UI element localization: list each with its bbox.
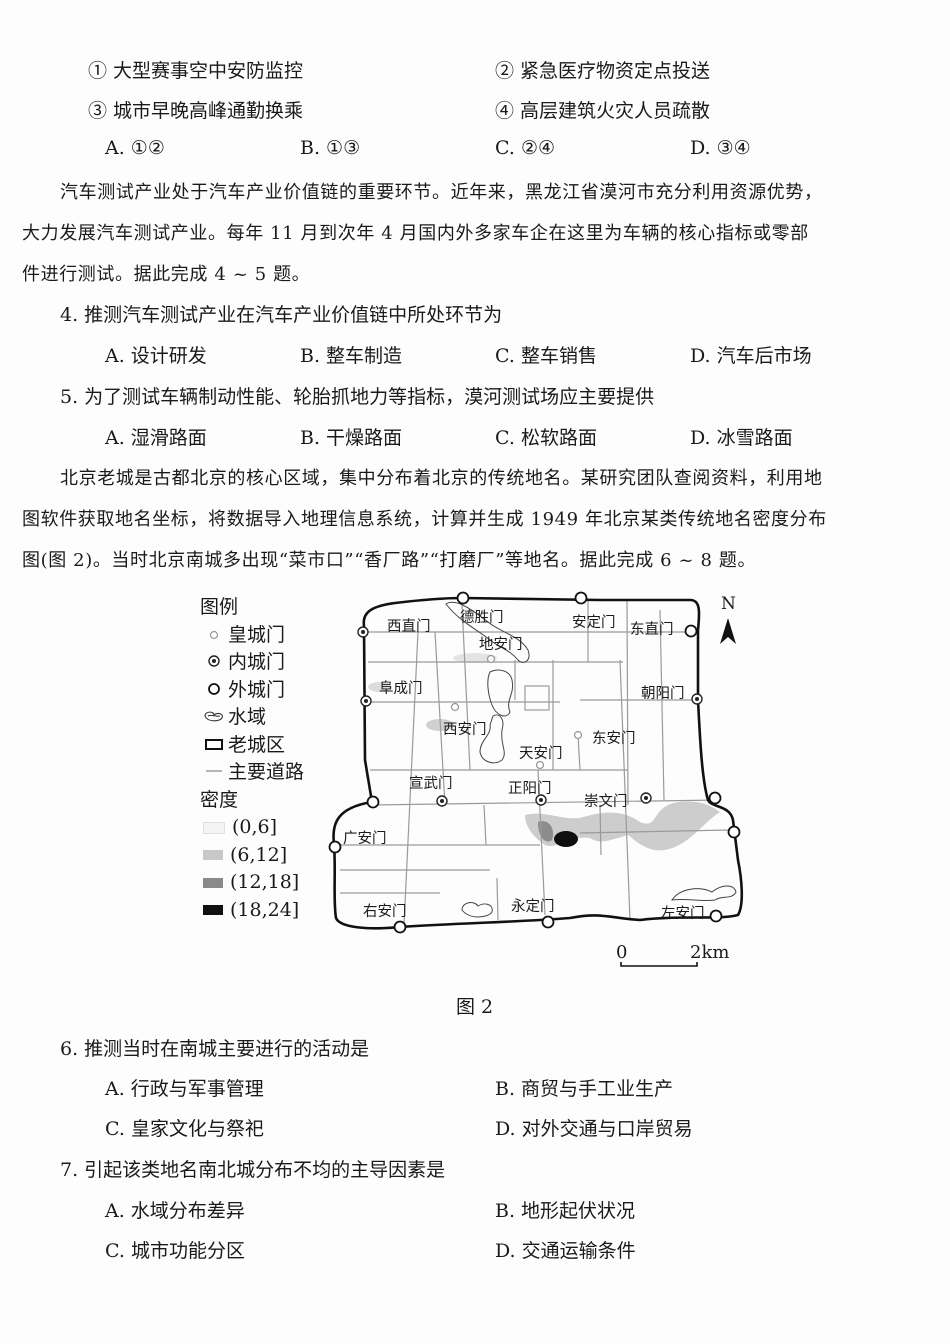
q7-choice-d: D. 交通运输条件: [495, 1240, 636, 1262]
legend-item-inner-gate: 内城门: [200, 649, 304, 677]
water-bodies: [445, 601, 737, 918]
old-city-boundary: [332, 596, 744, 930]
legend-item-road: 主要道路: [200, 759, 304, 787]
q4-choice-c: C. 整车销售: [495, 345, 597, 367]
label-youanmen: 右安门: [363, 904, 407, 920]
label-xianmen: 西安门: [443, 722, 487, 738]
legend-label: 内城门: [228, 651, 286, 673]
scale-bar: [620, 962, 698, 967]
label-xuanwumen: 宣武门: [409, 776, 453, 792]
label-chongwenmen: 崇文门: [584, 794, 628, 810]
q5-choice-c: C. 松软路面: [495, 427, 597, 449]
density-swatch: [203, 821, 225, 834]
label-dianmen: 地安门: [479, 637, 523, 653]
q3-item-4: ④ 高层建筑火灾人员疏散: [495, 100, 711, 122]
label-andingmen: 安定门: [572, 615, 616, 631]
label-zhengyangmen: 正阳门: [508, 781, 552, 797]
figure-caption: 图 2: [456, 996, 494, 1018]
north-label: N: [721, 594, 736, 614]
road-icon: [200, 759, 228, 787]
legend-density-title: 密度: [200, 788, 239, 811]
inner-gates: [357, 626, 703, 807]
q7-stem: 7. 引起该类地名南北城分布不均的主导因素是: [60, 1159, 446, 1181]
q6-choice-c: C. 皇家文化与祭祀: [105, 1118, 264, 1140]
q4-choice-b: B. 整车制造: [300, 345, 403, 367]
legend-title: 图例: [200, 596, 239, 618]
q6-stem: 6. 推测当时在南城主要进行的活动是: [60, 1038, 370, 1060]
legend-item-water: 水域: [200, 704, 304, 732]
outer-gate-icon: [200, 677, 228, 705]
imperial-gate-icon: [200, 622, 228, 650]
legend-density-4: (18,24]: [200, 897, 304, 925]
q3-item-3: ③ 城市早晚高峰通勤换乘: [88, 100, 304, 122]
q5-choice-b: B. 干燥路面: [300, 427, 403, 449]
q3-choice-b: B. ①③: [300, 137, 361, 159]
legend-label: (18,24]: [230, 898, 300, 921]
scale-end: 2km: [690, 942, 730, 963]
label-fuchengmen: 阜成门: [379, 681, 423, 697]
density-swatch: [203, 877, 223, 888]
passage2-line-1: 北京老城是古都北京的核心区域，集中分布着北京的传统地名。某研究团队查阅资料，利用…: [60, 468, 823, 489]
density-areas: [368, 653, 720, 851]
label-guanganmen: 广安门: [343, 831, 387, 847]
legend-label: (6,12]: [230, 843, 288, 866]
legend-item-imperial-gate: 皇城门: [200, 622, 304, 650]
legend-label: 老城区: [228, 733, 286, 756]
legend-item-outer-gate: 外城门: [200, 677, 304, 705]
q7-choice-a: A. 水域分布差异: [105, 1200, 245, 1222]
label-chaoyangmen: 朝阳门: [641, 686, 685, 702]
q6-choice-d: D. 对外交通与口岸贸易: [495, 1118, 693, 1140]
q3-item-1: ① 大型赛事空中安防监控: [88, 60, 304, 82]
passage2-line-2: 图软件获取地名坐标，将数据导入地理信息系统，计算并生成 1949 年北京某类传统…: [22, 509, 827, 530]
q4-choice-d: D. 汽车后市场: [690, 345, 812, 367]
passage1-line-1: 汽车测试产业处于汽车产业价值链的重要环节。近年来，黑龙江省漠河市充分利用资源优势…: [60, 182, 823, 203]
passage1-line-3: 件进行测试。据此完成 4 ~ 5 题。: [22, 264, 311, 285]
q5-choice-a: A. 湿滑路面: [105, 427, 207, 449]
label-zuoanmen: 左安门: [661, 906, 705, 922]
density-swatch: [203, 905, 223, 916]
label-xizhimen: 西直门: [387, 619, 431, 635]
inner-gate-icon: [200, 649, 228, 677]
q5-stem: 5. 为了测试车辆制动性能、轮胎抓地力等指标，漠河测试场应主要提供: [60, 386, 655, 408]
q3-choice-c: C. ②④: [495, 137, 556, 159]
map-legend: 图例 皇城门 内城门 外城门 水域 老城区 主要道路 密度 (0,6] (6,1…: [200, 594, 304, 924]
legend-label: (0,6]: [232, 816, 278, 838]
q3-choice-a: A. ①②: [105, 137, 165, 159]
q6-choice-a: A. 行政与军事管理: [105, 1078, 264, 1100]
outer-gates: [328, 591, 741, 934]
legend-density-1: (0,6]: [200, 814, 304, 842]
q4-stem: 4. 推测汽车测试产业在汽车产业价值链中所处环节为: [60, 304, 503, 326]
north-arrow-icon: [720, 618, 736, 644]
main-roads: [336, 599, 731, 926]
water-icon: [200, 704, 228, 732]
q7-choice-b: B. 地形起伏状况: [495, 1200, 636, 1222]
beijing-density-map: [328, 591, 744, 967]
label-dongzhimen: 东直门: [630, 622, 674, 638]
legend-label: 外城门: [228, 678, 286, 701]
legend-label: 水域: [228, 706, 267, 728]
label-yongdingmen: 永定门: [511, 899, 555, 915]
q6-choice-b: B. 商贸与手工业生产: [495, 1078, 674, 1100]
legend-density-2: (6,12]: [200, 842, 304, 870]
density-swatch: [203, 850, 223, 861]
q7-choice-c: C. 城市功能分区: [105, 1240, 245, 1262]
label-donganmen: 东安门: [592, 731, 636, 747]
old-city-icon: [200, 732, 228, 760]
legend-item-old-city: 老城区: [200, 732, 304, 760]
legend-label: 皇城门: [228, 623, 286, 646]
passage1-line-2: 大力发展汽车测试产业。每年 11 月到次年 4 月国内外多家车企在这里为车辆的核…: [22, 223, 809, 244]
q4-choice-a: A. 设计研发: [105, 345, 207, 367]
legend-label: (12,18]: [230, 871, 300, 893]
imperial-gates: [450, 654, 583, 770]
q3-item-2: ② 紧急医疗物资定点投送: [495, 60, 711, 82]
passage2-line-3: 图(图 2)。当时北京南城多出现“菜市口”“香厂路”“打磨厂”等地名。据此完成 …: [22, 550, 757, 571]
legend-density-3: (12,18]: [200, 869, 304, 897]
q5-choice-d: D. 冰雪路面: [690, 427, 793, 449]
scale-start: 0: [616, 942, 628, 963]
label-deshengmen: 德胜门: [460, 610, 504, 626]
q3-choice-d: D. ③④: [690, 137, 751, 159]
legend-label: 主要道路: [228, 761, 305, 783]
label-tiananmen: 天安门: [519, 746, 563, 762]
